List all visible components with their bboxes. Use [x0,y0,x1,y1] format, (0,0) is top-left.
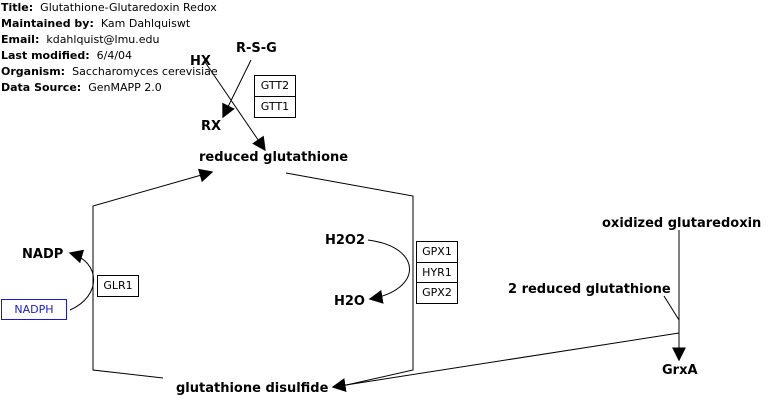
label-nadp: NADP [22,247,64,262]
meta-source: Data Source: GenMAPP 2.0 [1,80,162,96]
meta-maintained-label: Maintained by: [1,17,94,30]
hx-to-rx-arrow [204,61,266,152]
label-glutathione-disulfide: glutathione disulfide [176,381,329,396]
reduced-to-disulfide-line [285,172,414,387]
label-h2o2: H2O2 [325,233,366,248]
label-reduced-glutathione: reduced glutathione [199,150,349,165]
meta-organism: Organism: Saccharomyces cerevisiae [1,64,218,80]
meta-maintained: Maintained by: Kam Dahlquiswt [1,16,190,32]
junction-to-disulfide-arrow [331,332,680,392]
meta-title-value: Glutathione-Glutaredoxin Redox [40,1,217,14]
label-rsg: R-S-G [236,41,277,56]
meta-organism-value: Saccharomyces cerevisiae [72,65,218,78]
meta-modified-value: 6/4/04 [96,49,133,62]
rsg-to-rx-arrow [222,59,252,119]
label-oxidized-glutaredoxin: oxidized glutaredoxin [602,216,762,231]
gene-box-gpx2[interactable]: GPX2 [416,282,458,304]
gene-box-gpx1[interactable]: GPX1 [416,241,458,263]
meta-title-label: Title: [1,1,34,14]
gene-box-gtt1[interactable]: GTT1 [254,96,296,118]
meta-title: Title: Glutathione-Glutaredoxin Redox [1,0,217,16]
meta-modified: Last modified: 6/4/04 [1,48,132,64]
label-grxa: GrxA [662,363,698,378]
label-h2o: H2O [334,294,365,309]
meta-source-label: Data Source: [1,81,82,94]
gene-box-nadph[interactable]: NADPH [1,299,67,320]
h2o2-to-h2o-arrow [367,239,410,304]
gene-box-gtt2[interactable]: GTT2 [254,75,296,97]
label-rx: RX [201,119,222,134]
meta-organism-label: Organism: [1,65,66,78]
label-two-reduced-glutathione: 2 reduced glutathione [508,282,671,297]
meta-modified-label: Last modified: [1,49,90,62]
two-glutathione-branch-line [663,295,680,321]
gene-box-glr1[interactable]: GLR1 [97,275,139,297]
disulfide-to-reduced-arrow [92,168,214,379]
meta-maintained-value: Kam Dahlquiswt [100,17,191,30]
gene-box-hyr1[interactable]: HYR1 [416,262,458,283]
meta-email-value: kdahlquist@lmu.edu [46,33,160,46]
nadph-to-nadp-arrow [68,249,94,311]
meta-email-label: Email: [1,33,40,46]
label-hx: HX [190,54,211,69]
meta-email: Email: kdahlquist@lmu.edu [1,32,159,48]
meta-source-value: GenMAPP 2.0 [88,81,162,94]
